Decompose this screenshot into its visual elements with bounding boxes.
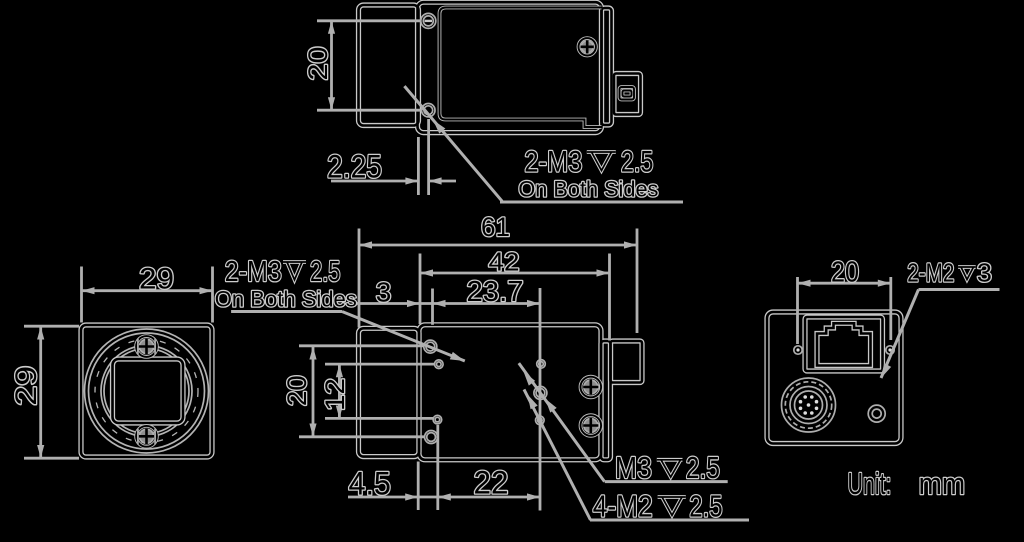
svg-text:12: 12 bbox=[320, 378, 350, 411]
svg-text:2.5: 2.5 bbox=[689, 489, 722, 524]
svg-text:2.5: 2.5 bbox=[310, 256, 341, 288]
svg-text:M3: M3 bbox=[615, 450, 652, 485]
svg-text:20: 20 bbox=[282, 375, 312, 406]
svg-text:2-M3: 2-M3 bbox=[524, 146, 582, 179]
svg-text:3: 3 bbox=[977, 258, 992, 288]
svg-text:2-M3: 2-M3 bbox=[225, 256, 282, 288]
svg-text:29: 29 bbox=[139, 263, 174, 296]
svg-text:mm: mm bbox=[919, 466, 966, 501]
svg-text:3: 3 bbox=[376, 277, 392, 308]
svg-text:On Both Sides: On Both Sides bbox=[518, 177, 658, 202]
svg-text:2.25: 2.25 bbox=[327, 149, 382, 185]
svg-text:2.5: 2.5 bbox=[621, 146, 654, 179]
svg-text:2.5: 2.5 bbox=[686, 450, 720, 485]
svg-text:23.7: 23.7 bbox=[467, 276, 524, 308]
svg-text:42: 42 bbox=[489, 247, 520, 277]
svg-text:22: 22 bbox=[474, 465, 509, 501]
svg-text:Unit:: Unit: bbox=[848, 466, 892, 501]
svg-text:29: 29 bbox=[10, 366, 43, 406]
svg-text:2-M2: 2-M2 bbox=[907, 258, 954, 288]
svg-text:61: 61 bbox=[481, 212, 510, 242]
svg-text:4.5: 4.5 bbox=[348, 466, 391, 502]
svg-text:On Both Sides: On Both Sides bbox=[215, 287, 357, 312]
svg-text:20: 20 bbox=[831, 257, 859, 289]
svg-text:20: 20 bbox=[303, 47, 333, 81]
svg-text:4-M2: 4-M2 bbox=[593, 489, 653, 524]
